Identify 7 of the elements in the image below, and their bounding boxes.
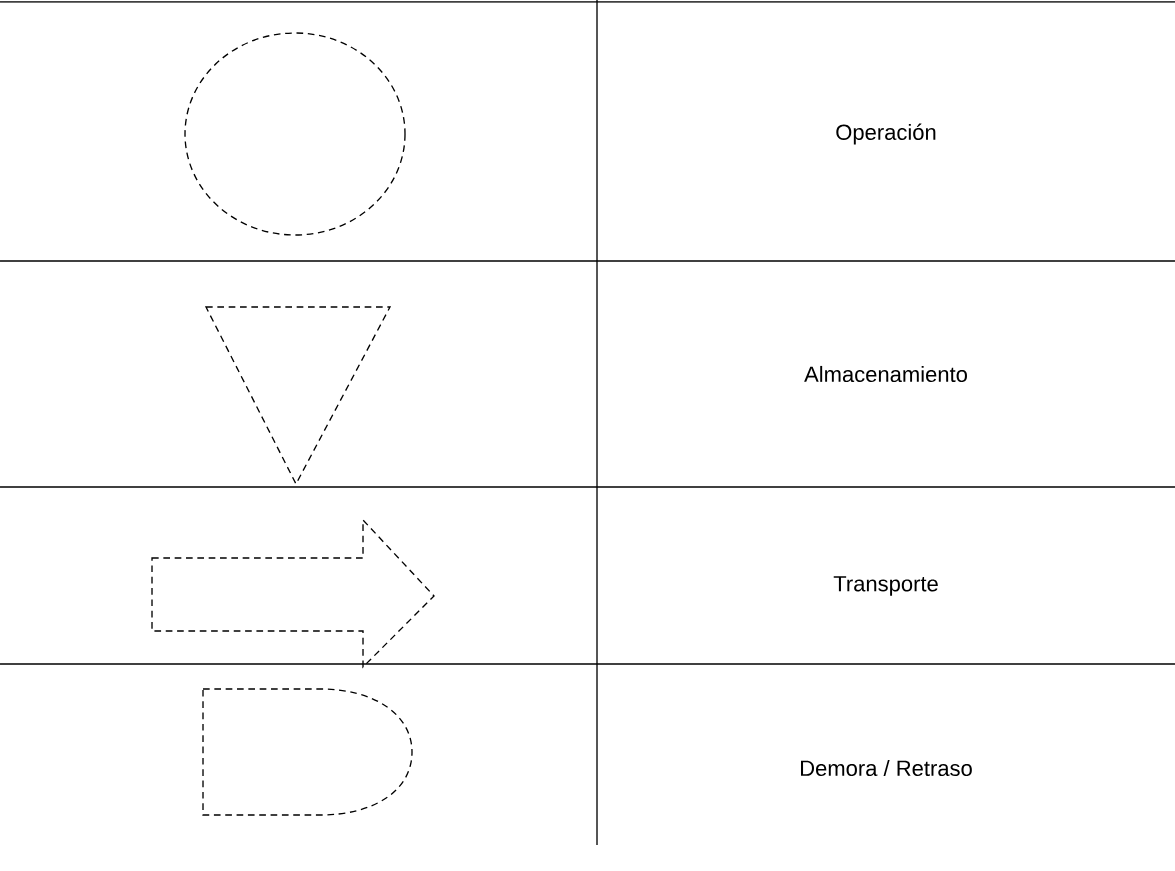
table-cell-text: Operación — [836, 123, 936, 145]
table-cell-text: Transporte — [833, 576, 938, 596]
table-cell-text: Almacenamiento — [804, 365, 967, 383]
circle-symbol — [184, 32, 406, 236]
arrow-symbol — [151, 518, 435, 669]
delay-symbol — [202, 688, 413, 816]
table-cell-text: Demora / Retraso — [801, 759, 972, 777]
